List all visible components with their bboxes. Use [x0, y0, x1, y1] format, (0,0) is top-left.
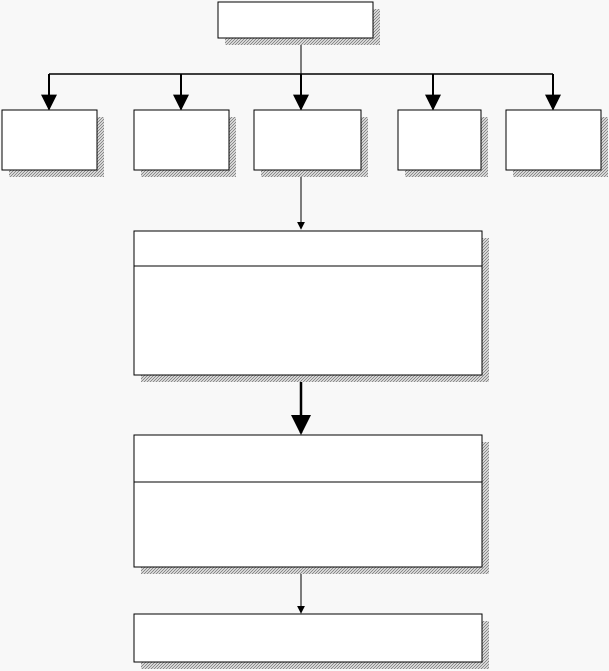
final-node-box — [133, 613, 483, 663]
child-node-4 — [397, 109, 488, 177]
stage-one-node — [133, 230, 489, 382]
child-node-5 — [505, 109, 608, 177]
child-node-5-box — [505, 109, 602, 171]
stage-two-box — [133, 434, 483, 568]
child-node-3-box — [253, 109, 362, 171]
child-node-1-box — [1, 109, 98, 171]
child-node-2-box — [133, 109, 230, 171]
connectors — [41, 38, 561, 614]
stage-one-box — [133, 230, 483, 376]
final-node — [133, 613, 489, 669]
stage-two-node — [133, 434, 489, 574]
child-node-4-box — [397, 109, 482, 171]
child-node-1 — [1, 109, 104, 177]
child-node-3 — [253, 109, 368, 177]
child-node-2 — [133, 109, 236, 177]
top-node — [217, 1, 380, 45]
top-node-box — [217, 1, 374, 39]
